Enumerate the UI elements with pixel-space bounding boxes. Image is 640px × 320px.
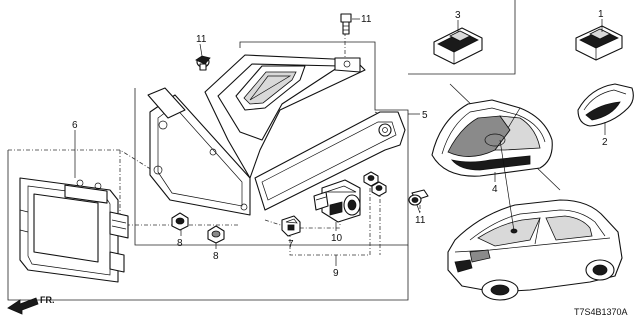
callout-8b: 8: [213, 251, 219, 262]
part-8-nut-center: [207, 225, 225, 244]
callout-2: 2: [602, 137, 608, 148]
part-4-mirror-cover: [431, 99, 553, 177]
diagram-code: T7S4B1370A: [574, 307, 628, 317]
part-7-connector: [281, 215, 301, 237]
part-10-sensor: [313, 179, 361, 223]
part-6-control-unit: [19, 177, 129, 283]
part-11-clip-left: [195, 55, 211, 71]
callout-3: 3: [455, 10, 461, 21]
callout-11-right: 11: [415, 215, 426, 226]
callout-leaders: [74, 18, 606, 266]
direction-label: FR.: [40, 295, 55, 305]
callout-10: 10: [331, 233, 343, 244]
part-1-sensor: [575, 25, 623, 61]
callout-1: 1: [598, 9, 604, 20]
vehicle-illustration: [447, 139, 623, 301]
callout-6: 6: [72, 120, 78, 131]
callout-9: 9: [333, 268, 339, 279]
part-3-sensor: [433, 27, 483, 65]
callout-11-left: 11: [196, 34, 207, 45]
callout-7: 7: [288, 239, 294, 250]
callout-11-top: 11: [361, 14, 372, 25]
part-11-bolt-top: [340, 13, 352, 35]
part-11-bolt-right: [408, 189, 429, 206]
callout-4: 4: [492, 184, 498, 195]
part-2-sensor-cover: [577, 83, 634, 127]
front-direction-arrow: [7, 297, 39, 315]
part-8-nut-left: [171, 212, 189, 231]
callout-5: 5: [422, 110, 428, 121]
part-8-nut-small-b: [371, 181, 387, 197]
group-frame-lines: [7, 0, 561, 301]
part-5-bracket: [147, 54, 406, 216]
callout-8a: 8: [177, 238, 183, 249]
